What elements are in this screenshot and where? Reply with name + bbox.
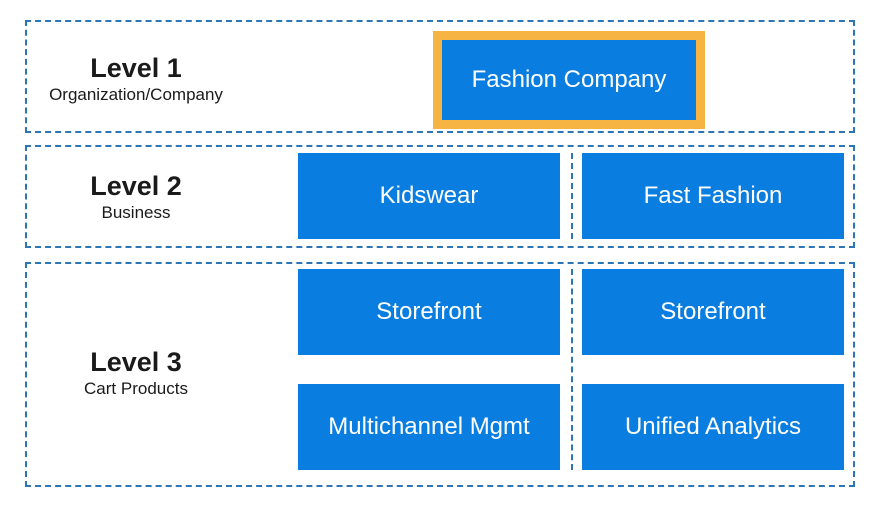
level-3-subtitle: Cart Products [84, 379, 188, 398]
unified-analytics-node[interactable]: Unified Analytics [582, 384, 844, 470]
level-3-label: Level 3 Cart Products [25, 346, 247, 400]
level-2-label: Level 2 Business [25, 170, 247, 224]
level-2-band [25, 145, 855, 248]
level-1-subtitle: Organization/Company [49, 85, 223, 104]
kidswear-node[interactable]: Kidswear [298, 153, 560, 239]
level-2-title: Level 2 [90, 171, 182, 201]
level-2-subtitle: Business [101, 203, 171, 222]
level-3-band [25, 262, 855, 487]
level-1-title: Level 1 [90, 53, 182, 83]
multichannel-mgmt-node[interactable]: Multichannel Mgmt [298, 384, 560, 470]
kidswear-storefront-node[interactable]: Storefront [298, 269, 560, 355]
level-2-divider [571, 153, 573, 239]
level-1-label: Level 1 Organization/Company [25, 52, 247, 106]
fashion-company-node[interactable]: Fashion Company [442, 40, 696, 120]
level-3-divider [571, 269, 573, 470]
level-3-title: Level 3 [90, 347, 182, 377]
fast-fashion-node[interactable]: Fast Fashion [582, 153, 844, 239]
level-1-band [25, 20, 855, 133]
fast-fashion-storefront-node[interactable]: Storefront [582, 269, 844, 355]
